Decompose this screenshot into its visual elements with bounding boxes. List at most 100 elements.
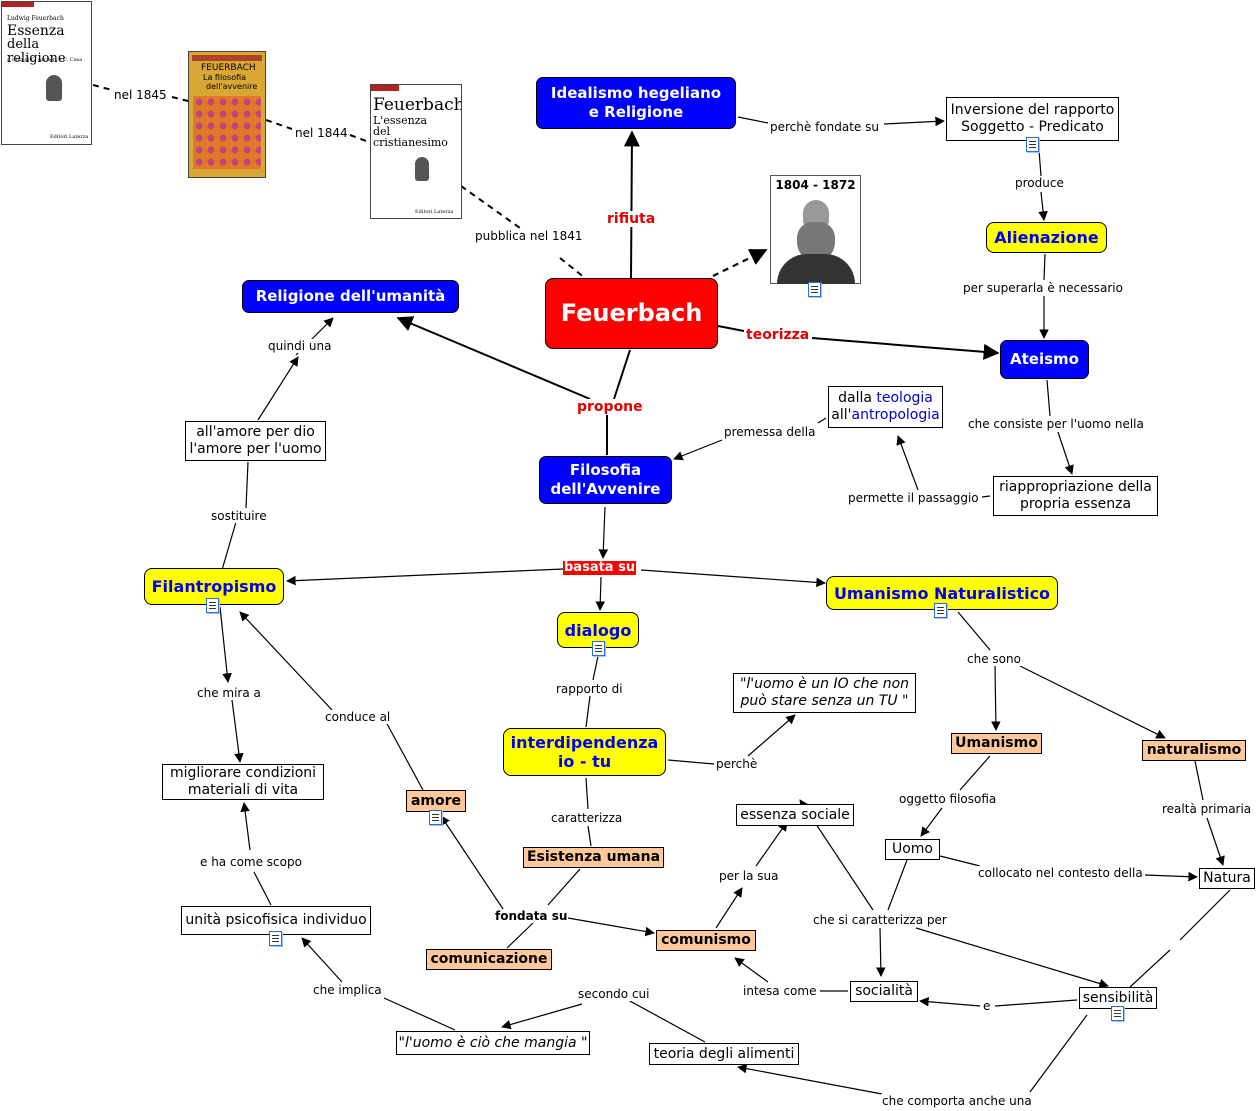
node-label-line-1: interdipendenza [510,733,659,752]
node-comunismo-label: comunismo [661,932,751,948]
node-umanismo[interactable]: Umanismo [951,733,1042,754]
book-title-line-2: della religione [7,37,66,66]
node-ateismo[interactable]: Ateismo [1000,340,1089,379]
node-comunicazione[interactable]: comunicazione [426,949,552,970]
node-uomo-mangia[interactable]: "l'uomo è ciò che mangia " [396,1031,590,1055]
node-uomo-mangia-label: "l'uomo è ciò che mangia " [398,1034,588,1051]
document-icon[interactable] [808,282,821,297]
node-label-line-2: dell'Avvenire [550,480,661,498]
document-icon[interactable] [206,598,219,613]
link-label-propone: propone [576,399,644,415]
document-icon[interactable] [429,810,442,825]
node-alienazione[interactable]: Alienazione [986,222,1107,253]
link-label-secondo-cui: secondo cui [577,987,651,1001]
node-socialita[interactable]: socialità [850,981,918,1002]
node-umanismo-naturalistico-label: Umanismo Naturalistico [833,583,1051,603]
link-teologia[interactable]: teologia [876,390,933,406]
link-label-collocato: collocato nel contesto della [977,866,1144,880]
node-label-line-2: materiali di vita [187,782,299,798]
link-label-che-implica: che implica [312,983,383,997]
link-label-rapporto-di: rapporto di [555,682,624,696]
node-label-line-1: migliorare condizioni [169,765,317,781]
node-sensibilita-label: sensibilità [1082,989,1154,1006]
node-label-line-1: all'amore per dio [196,424,315,440]
book-cover-essenza-religione: Ludwig Feuerbach Essenza della religione… [1,1,92,145]
node-unita-psicofisica-label: unità psicofisica individuo [185,912,367,928]
node-dalla-teologia[interactable]: dalla teologia all'antropologia [828,386,943,428]
document-icon[interactable] [269,931,282,946]
node-naturalismo-label: naturalismo [1146,742,1242,758]
document-icon[interactable] [934,603,947,618]
link-antropologia[interactable]: antropologia [851,407,940,423]
node-riappropriazione[interactable]: riappropriazione della propria essenza [993,476,1158,516]
node-sensibilita[interactable]: sensibilità [1079,987,1157,1009]
link-label-pubblica-1841: pubblica nel 1841 [474,229,584,243]
node-unita-psicofisica[interactable]: unità psicofisica individuo [181,906,371,935]
node-label-line-2: e Religione [588,103,684,121]
link-label-permette-passaggio: permette il passaggio [847,491,980,505]
book-author: Ludwig Feuerbach [7,15,64,22]
node-socialita-label: socialità [855,983,913,999]
link-label-che-sono: che sono [966,652,1022,666]
node-inversione-rapporto[interactable]: Inversione del rapporto Soggetto - Predi… [946,97,1119,141]
link-label-rifiuta: rifiuta [606,211,657,227]
node-io-tu-quote[interactable]: "l'uomo è un IO che non può stare senza … [733,673,916,713]
link-label-per-la-sua: per la sua [718,869,780,883]
book-title-line-1: La filosofia [203,73,247,82]
book-title-line-1: Essenza [7,23,65,39]
node-ateismo-label: Ateismo [1010,350,1079,368]
link-label-caratterizza: caratterizza [550,811,624,825]
link-label-che-comporta: che comporta anche una [881,1094,1033,1108]
portrait-body-icon [777,254,855,284]
link-label-sostituire: sostituire [210,509,268,523]
text-dalla: dalla [838,390,877,406]
link-label-per-superarla: per superarla è necessario [962,281,1124,295]
node-esistenza-umana[interactable]: Esistenza umana [523,847,664,868]
node-feuerbach[interactable]: Feuerbach [545,278,718,349]
document-icon[interactable] [1111,1006,1124,1021]
book-title-line-2: del cristianesimo [373,125,448,149]
book-cover-essenza-cristianesimo: Feuerbach L'essenza del cristianesimo Ed… [370,84,462,219]
link-label-perche-fondate: perchè fondate su [769,120,880,134]
node-label-line-2: può stare senza un TU " [740,693,909,709]
book-title-line-2: dell'avvenire [206,82,258,91]
node-uomo[interactable]: Uomo [885,839,940,860]
portrait-years: 1804 - 1872 [775,178,856,192]
link-label-che-si-caratterizza: che si caratterizza per [812,913,948,927]
node-natura[interactable]: Natura [1199,868,1255,889]
node-essenza-sociale-label: essenza sociale [740,806,850,823]
node-comunicazione-label: comunicazione [430,951,548,967]
node-essenza-sociale[interactable]: essenza sociale [736,804,854,826]
node-label-line-2: all'antropologia [831,407,939,424]
node-comunismo[interactable]: comunismo [656,930,756,951]
node-umanismo-label: Umanismo [955,735,1038,751]
node-interdipendenza[interactable]: interdipendenza io - tu [503,728,666,776]
feuerbach-portrait[interactable]: 1804 - 1872 [770,175,861,284]
node-naturalismo[interactable]: naturalismo [1142,740,1246,761]
link-label-basata-su: basata su [563,560,637,575]
node-label-line-1: riappropriazione della [999,479,1152,495]
node-label-line-2: l'amore per l'uomo [189,441,322,457]
node-natura-label: Natura [1203,870,1251,886]
link-label-realta-primaria: realtà primaria [1161,802,1253,816]
node-feuerbach-label: Feuerbach [560,299,703,327]
document-icon[interactable] [592,641,605,656]
node-alienazione-label: Alienazione [994,228,1099,247]
node-idealismo-hegeliano[interactable]: Idealismo hegeliano e Religione [536,77,736,129]
link-label-perche: perchè [715,757,759,771]
node-amore-label: amore [410,792,462,809]
link-label-teorizza: teorizza [745,327,811,343]
node-label-line-2: Soggetto - Predicato [961,119,1104,135]
node-teoria-alimenti-label: teoria degli alimenti [653,1045,795,1062]
document-icon[interactable] [1026,137,1039,152]
node-religione-umanita[interactable]: Religione dell'umanità [242,280,459,313]
node-amore[interactable]: amore [406,790,466,812]
book-cover-filosofia-avvenire: FEUERBACH La filosofia dell'avvenire [188,51,266,178]
node-teoria-alimenti[interactable]: teoria degli alimenti [649,1043,799,1065]
node-migliorare-condizioni[interactable]: migliorare condizioni materiali di vita [162,764,324,800]
node-dialogo-label: dialogo [564,620,632,640]
node-amore-dio-uomo[interactable]: all'amore per dio l'amore per l'uomo [185,421,326,461]
node-filosofia-avvenire[interactable]: Filosofia dell'Avvenire [539,456,672,504]
link-label-produce: produce [1014,176,1065,190]
link-label-nel-1845: nel 1845 [113,88,168,102]
